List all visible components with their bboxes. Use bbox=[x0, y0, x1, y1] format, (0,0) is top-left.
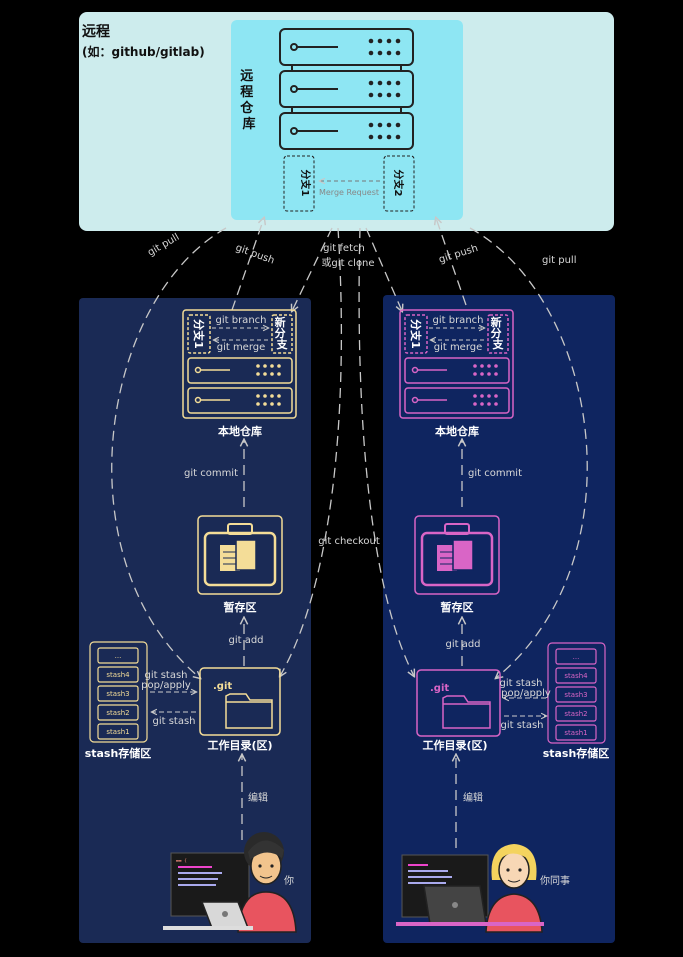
left-edit-label: 编辑 bbox=[248, 791, 268, 804]
left-local-repo-icon bbox=[182, 309, 297, 419]
right-local-panel bbox=[383, 295, 615, 943]
remote-repo-char-1: 远 bbox=[240, 69, 253, 84]
left-git-commit-label: git commit bbox=[184, 468, 238, 479]
left-you-label: 你 bbox=[284, 874, 294, 887]
right-person-illustration bbox=[396, 844, 544, 933]
left-git-folder-label: .git bbox=[213, 681, 232, 692]
left-branch-label: 分支1 bbox=[192, 319, 206, 349]
sync-arrows bbox=[111, 218, 588, 678]
left-stash-label: stash存储区 bbox=[85, 746, 152, 760]
left-person-illustration: ▬▬ { bbox=[163, 832, 297, 933]
left-workdir-icon bbox=[199, 667, 281, 736]
right-local-repo-dots bbox=[473, 364, 498, 406]
right-stash-item: stash2 bbox=[564, 710, 587, 718]
right-git-add-label: git add bbox=[445, 639, 480, 650]
right-git-commit-label: git commit bbox=[468, 468, 522, 479]
right-local-repo-label: 本地仓库 bbox=[435, 424, 479, 438]
right-workdir-icon bbox=[416, 669, 501, 737]
remote-branch-2 bbox=[383, 155, 415, 212]
remote-server-dots bbox=[368, 38, 401, 140]
right-local-repo-icon bbox=[399, 309, 514, 419]
right-git-push-label: git push bbox=[438, 243, 480, 266]
left-stash-pop-label: git stash bbox=[144, 670, 187, 681]
right-stash-label-arrow: git stash bbox=[500, 720, 543, 731]
left-local-panel bbox=[79, 298, 311, 943]
left-new-branch-char-1: 新 bbox=[275, 315, 286, 329]
left-code-glyphs: ▬▬ { bbox=[176, 858, 187, 864]
right-fetch-workdir-arrow bbox=[358, 227, 414, 676]
left-workdir-label: 工作目录(区) bbox=[207, 738, 272, 752]
remote-repo-char-4: 库 bbox=[242, 116, 255, 132]
left-staging-icon bbox=[197, 515, 283, 595]
left-stash-item: stash3 bbox=[106, 690, 129, 698]
remote-branch-1-label: 分支1 bbox=[299, 170, 312, 197]
left-local-repo-label: 本地仓库 bbox=[218, 424, 262, 438]
right-stash-icon bbox=[547, 642, 606, 744]
git-checkout-label: git checkout bbox=[318, 536, 380, 547]
left-git-push-arrow bbox=[231, 218, 264, 311]
left-fetch-workdir-arrow bbox=[280, 227, 343, 676]
left-stash-pop-label-2: pop/apply bbox=[141, 680, 191, 691]
right-new-branch-char-2: 分 bbox=[491, 326, 502, 340]
remote-repo-char-2: 程 bbox=[240, 85, 253, 100]
left-new-branch-char-3: 支 bbox=[276, 337, 289, 351]
left-stash-item: ... bbox=[115, 652, 122, 660]
left-local-repo-dots bbox=[256, 364, 281, 406]
right-stash-item: stash4 bbox=[564, 672, 588, 680]
remote-server-icon bbox=[279, 28, 414, 150]
left-git-pull-label: git pull bbox=[146, 232, 181, 259]
left-new-branch-char-2: 分 bbox=[275, 326, 286, 340]
left-staging-label: 暂存区 bbox=[224, 600, 257, 614]
remote-branch-2-label: 分支2 bbox=[392, 170, 405, 197]
right-stash-item: stash1 bbox=[564, 729, 587, 737]
right-stash-pop-label-2: pop/apply bbox=[501, 688, 551, 699]
right-new-branch-char-3: 支 bbox=[492, 337, 505, 351]
right-stash-item: ... bbox=[573, 653, 580, 661]
right-staging-label: 暂存区 bbox=[441, 600, 474, 614]
git-clone-label: 或git clone bbox=[321, 257, 374, 269]
remote-repo-label: 远 程 仓 库 bbox=[239, 69, 258, 132]
left-git-merge-label: git merge bbox=[217, 342, 266, 353]
left-stash-items: ... stash4 stash3 stash2 stash1 bbox=[106, 652, 130, 736]
right-stash-items: ... stash4 stash3 stash2 stash1 bbox=[564, 653, 588, 737]
remote-branch-1 bbox=[283, 155, 315, 212]
left-new-branch-label: 新 分 支 bbox=[275, 315, 290, 351]
left-stash-icon bbox=[89, 641, 148, 743]
remote-subtitle: (如：github/gitlab) bbox=[82, 44, 205, 59]
right-git-branch-label: git branch bbox=[433, 315, 484, 326]
remote-title: 远程 bbox=[82, 24, 110, 40]
right-staging-icon bbox=[414, 515, 500, 595]
left-stash-label-arrow: git stash bbox=[152, 716, 195, 727]
right-git-pull-arrow bbox=[469, 227, 588, 678]
git-fetch-label: git fetch bbox=[323, 243, 365, 254]
right-stash-label: stash存储区 bbox=[543, 746, 610, 760]
right-branch-label: 分支1 bbox=[409, 319, 423, 349]
right-edit-label: 编辑 bbox=[463, 791, 483, 804]
right-workdir-label: 工作目录(区) bbox=[422, 738, 487, 752]
right-stash-pop-label: git stash bbox=[499, 678, 542, 689]
left-stash-item: stash1 bbox=[106, 728, 129, 736]
left-git-pull-arrow bbox=[111, 227, 227, 678]
left-stash-item: stash2 bbox=[106, 709, 129, 717]
right-new-branch-label: 新 分 支 bbox=[491, 315, 506, 351]
left-git-branch-label: git branch bbox=[216, 315, 267, 326]
left-git-add-label: git add bbox=[228, 635, 263, 646]
right-new-branch-char-1: 新 bbox=[491, 315, 502, 329]
right-git-pull-label: git pull bbox=[542, 255, 576, 266]
merge-request-label: Merge Request bbox=[319, 188, 379, 197]
right-git-folder-label: .git bbox=[430, 683, 449, 694]
left-stash-item: stash4 bbox=[106, 671, 130, 679]
remote-repo-char-3: 仓 bbox=[239, 100, 254, 116]
right-colleague-label: 你同事 bbox=[540, 874, 570, 887]
right-git-merge-label: git merge bbox=[434, 342, 483, 353]
right-stash-item: stash3 bbox=[564, 691, 587, 699]
